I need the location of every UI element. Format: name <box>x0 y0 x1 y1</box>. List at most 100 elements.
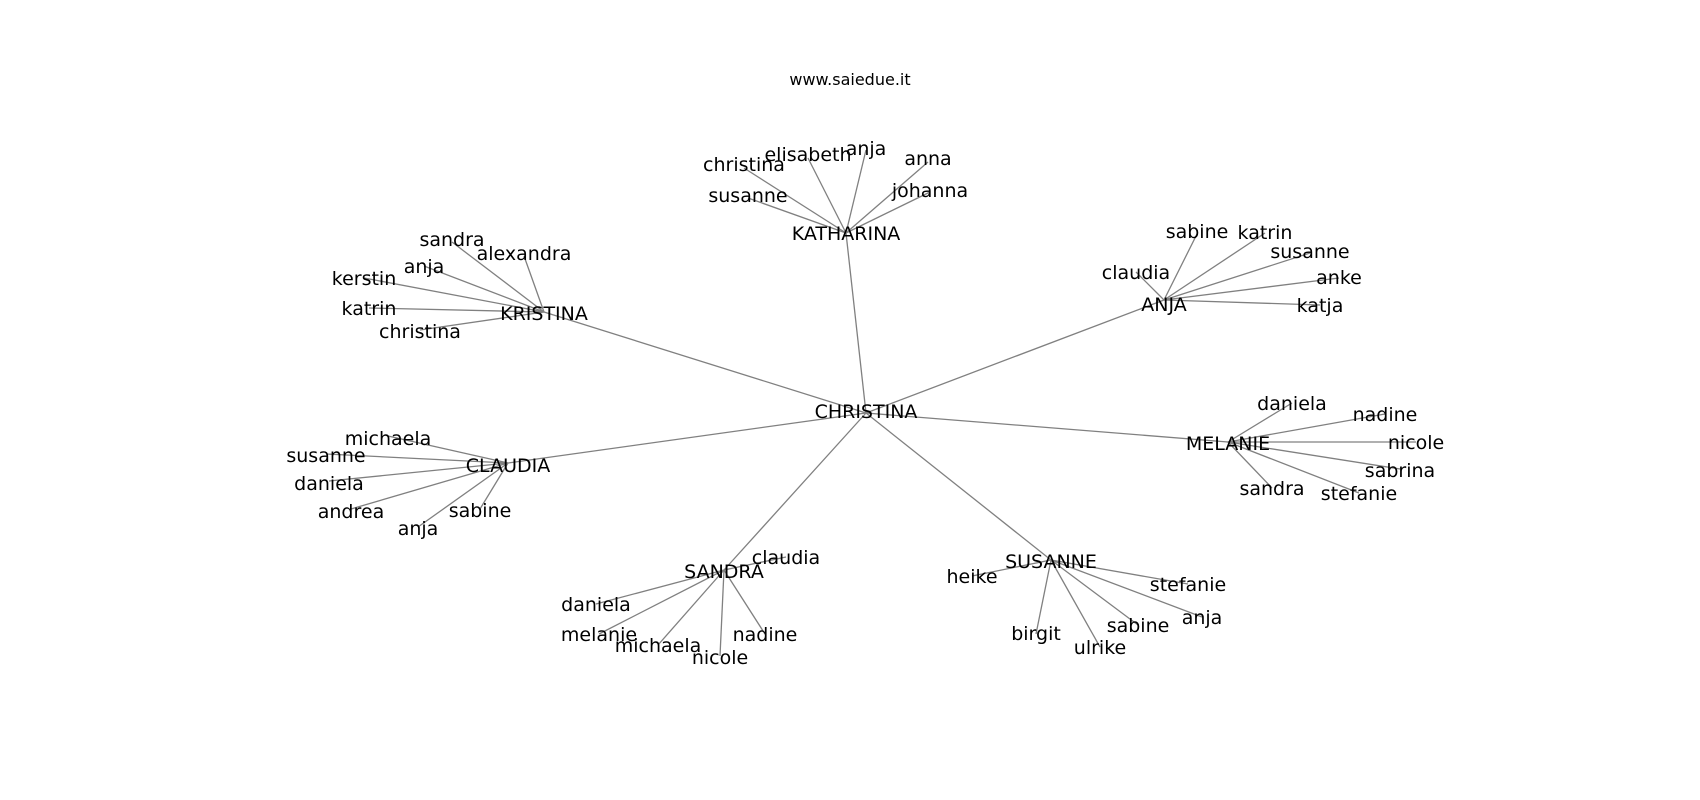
leaf-node-label: anja <box>1182 607 1223 629</box>
leaf-node-label: nicole <box>1388 432 1444 454</box>
edge-anja-anke <box>1163 277 1340 301</box>
label-layer: CHRISTINAKATHARINAchristinaelisabethanja… <box>286 138 1444 669</box>
edge-melanie-sabrina <box>1227 441 1401 470</box>
edge-susanne-birgit <box>1035 559 1052 635</box>
leaf-node-label: nadine <box>733 624 798 646</box>
leaf-node-label: sabine <box>1107 615 1170 637</box>
edge-kristina-christina <box>419 311 545 331</box>
leaf-node-label: michaela <box>345 428 432 450</box>
edge-susanne-heike <box>971 559 1052 577</box>
edge-claudia-daniela <box>328 462 509 482</box>
hub-node-label: KRISTINA <box>500 303 588 325</box>
edge-anja-katja <box>1163 299 1321 306</box>
edge-katharina-elisabeth <box>807 157 847 234</box>
leaf-node-label: susanne <box>708 185 787 207</box>
edge-anja-sabine <box>1163 233 1198 301</box>
hub-node-label: SUSANNE <box>1005 551 1097 573</box>
leaf-node-label: sabrina <box>1365 460 1435 482</box>
edge-sandra-claudia <box>723 556 787 571</box>
edge-center-kristina <box>543 311 867 414</box>
edge-anja-katrin <box>1163 232 1266 301</box>
leaf-node-label: katrin <box>342 298 397 320</box>
edge-susanne-anja <box>1050 559 1203 618</box>
edge-sandra-michaela <box>657 569 725 646</box>
leaf-node-label: claudia <box>1102 262 1170 284</box>
edge-claudia-sabine <box>479 462 509 510</box>
leaf-node-label: sandra <box>419 229 484 251</box>
edge-sandra-nicole <box>719 569 725 657</box>
leaf-node-label: susanne <box>1270 241 1349 263</box>
edge-anja-claudia <box>1135 271 1165 301</box>
leaf-node-label: anna <box>904 148 951 170</box>
edge-center-anja <box>865 299 1165 414</box>
leaf-node-label: birgit <box>1011 623 1061 645</box>
leaf-node-label: claudia <box>752 547 820 569</box>
leaf-node-label: christina <box>379 321 461 343</box>
leaf-node-label: katja <box>1297 295 1344 317</box>
edge-melanie-stefanie <box>1227 441 1360 494</box>
leaf-node-label: andrea <box>318 501 384 523</box>
edge-claudia-michaela <box>387 435 509 464</box>
leaf-node-label: anja <box>398 518 439 540</box>
edge-kristina-katrin <box>368 307 545 313</box>
leaf-node-label: kerstin <box>332 268 397 290</box>
edge-katharina-johanna <box>845 191 931 234</box>
leaf-node-label: susanne <box>286 445 365 467</box>
edge-melanie-sandra <box>1227 441 1273 489</box>
hub-node-label: CLAUDIA <box>466 455 550 477</box>
edge-claudia-susanne <box>325 453 509 464</box>
leaf-node-label: daniela <box>294 473 364 495</box>
edge-center-melanie <box>865 412 1229 443</box>
leaf-node-label: johanna <box>891 180 968 202</box>
edge-melanie-nadine <box>1227 413 1386 443</box>
leaf-node-label: anja <box>404 256 445 278</box>
leaf-node-label: anja <box>846 138 887 160</box>
edge-susanne-sabine <box>1050 559 1139 626</box>
edge-kristina-sandra <box>451 241 545 313</box>
edge-sandra-daniela <box>595 569 725 605</box>
leaf-node-label: anke <box>1316 267 1362 289</box>
edge-center-sandra <box>723 412 867 571</box>
leaf-node-label: sabine <box>1166 221 1229 243</box>
edge-sandra-nadine <box>723 569 766 635</box>
leaf-node-label: sabine <box>449 500 512 522</box>
edge-katharina-christina <box>743 167 847 234</box>
edge-melanie-daniela <box>1227 402 1293 443</box>
leaf-node-label: alexandra <box>477 243 572 265</box>
leaf-node-label: sandra <box>1239 478 1304 500</box>
leaf-node-label: nadine <box>1353 404 1418 426</box>
edge-claudia-andrea <box>350 462 509 510</box>
edge-center-claudia <box>507 412 867 464</box>
hub-node-label: SANDRA <box>684 561 764 583</box>
hub-node-label: MELANIE <box>1186 433 1270 455</box>
leaf-node-label: nicole <box>692 647 748 669</box>
edge-kristina-kerstin <box>363 277 545 313</box>
hub-node-label: KATHARINA <box>792 223 901 245</box>
leaf-node-label: katrin <box>1238 222 1293 244</box>
leaf-node-label: melanie <box>561 624 637 646</box>
edge-susanne-ulrike <box>1050 559 1101 648</box>
leaf-node-label: stefanie <box>1150 574 1226 596</box>
edge-anja-susanne <box>1163 252 1311 301</box>
edge-susanne-stefanie <box>1050 559 1189 585</box>
leaf-node-label: heike <box>946 566 997 588</box>
edge-katharina-susanne <box>747 197 847 234</box>
edge-sandra-melanie <box>598 569 725 635</box>
leaf-node-label: michaela <box>615 635 702 657</box>
edge-center-katharina <box>845 232 867 414</box>
leaf-node-label: daniela <box>561 594 631 616</box>
edge-katharina-anna <box>845 161 929 234</box>
leaf-node-label: christina <box>703 154 785 176</box>
center-node-label: CHRISTINA <box>815 401 918 423</box>
page-title: www.saiedue.it <box>789 70 911 89</box>
leaf-node-label: daniela <box>1257 393 1327 415</box>
edge-claudia-anja <box>417 462 509 528</box>
edge-kristina-anja <box>423 265 545 313</box>
leaf-node-label: elisabeth <box>764 144 851 166</box>
edge-layer <box>325 149 1416 657</box>
hub-node-label: ANJA <box>1141 294 1186 316</box>
leaf-node-label: ulrike <box>1074 637 1126 659</box>
edge-kristina-alexandra <box>523 255 545 313</box>
edge-katharina-anja <box>845 149 867 234</box>
